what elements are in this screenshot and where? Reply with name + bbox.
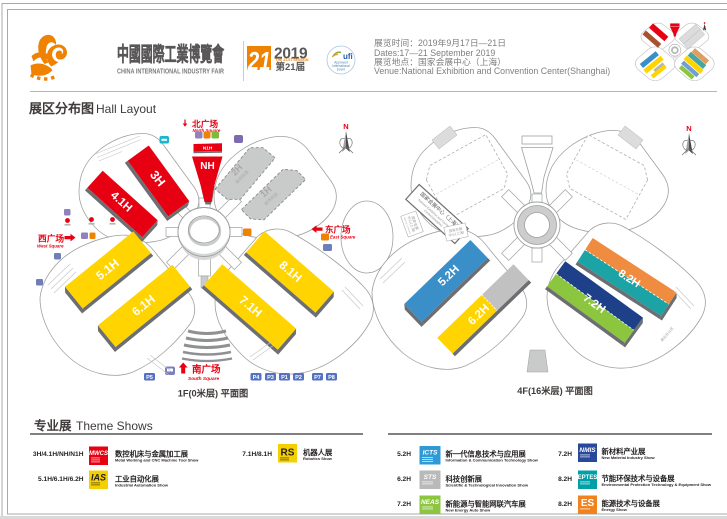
svg-text:P5: P5 [146,375,153,381]
svg-text:南广场: 南广场 [192,364,221,376]
svg-text:ES: ES [581,498,595,509]
svg-text:东广场: 东广场 [325,225,351,235]
svg-text:21: 21 [247,46,271,76]
svg-text:2019: 2019 [274,46,308,63]
svg-text:STS: STS [424,474,437,481]
svg-text:New Material Industry Show: New Material Industry Show [602,455,656,460]
svg-text:7.2H: 7.2H [558,451,572,458]
svg-text:P7: P7 [314,375,321,381]
svg-text:THE 21-ST SESSION: THE 21-ST SESSION [276,58,310,62]
svg-text:Environmental Protection Techn: Environmental Protection Technology & Eq… [602,482,712,487]
svg-text:New Energy Auto Show: New Energy Auto Show [446,507,492,512]
svg-text:新材料产业展: 新材料产业展 [602,447,646,456]
svg-text:3H/4.1H/NH/N1H: 3H/4.1H/NH/N1H [33,451,84,458]
svg-text:展览地点：国家会展中心（上海）: 展览地点：国家会展中心（上海） [374,56,506,67]
svg-text:N: N [686,124,691,133]
svg-text:Hall Layout: Hall Layout [96,102,157,116]
svg-text:北广场: 北广场 [192,118,218,129]
svg-text:展览时间：2019年9月17日—21日: 展览时间：2019年9月17日—21日 [374,37,506,48]
svg-text:5.2H: 5.2H [397,451,411,458]
svg-text:Dates:17—21 September 2019: Dates:17—21 September 2019 [374,48,495,58]
svg-text:国家会展: 国家会展 [448,226,463,234]
svg-text:8.2H: 8.2H [558,476,572,483]
svg-text:Approved: Approved [334,61,348,65]
svg-text:MWCS: MWCS [89,451,108,457]
svg-text:West Square: West Square [37,244,64,249]
svg-text:机器人展: 机器人展 [303,448,333,457]
svg-text:第21届: 第21届 [276,61,306,73]
svg-text:新一代信息技术与应用展: 新一代信息技术与应用展 [446,450,527,459]
svg-text:Industrial Automation Show: Industrial Automation Show [115,482,169,487]
svg-text:Energy Show: Energy Show [602,507,628,512]
svg-text:专业展: 专业展 [34,418,72,433]
svg-text:ufi: ufi [343,52,353,61]
svg-text:6.2H: 6.2H [397,476,411,483]
svg-text:展区分布图: 展区分布图 [29,101,94,116]
svg-text:7.2H: 7.2H [397,501,411,508]
svg-text:NMIS: NMIS [579,447,596,454]
svg-text:P2: P2 [295,375,302,381]
svg-text:西广场: 西广场 [38,233,64,244]
svg-text:能源技术与设备展: 能源技术与设备展 [602,499,661,508]
svg-text:IAS: IAS [91,473,106,483]
svg-text:N1H: N1H [203,146,213,152]
svg-text:Event: Event [337,68,345,72]
svg-text:N: N [343,122,348,131]
svg-text:新能源与智能网联汽车展: 新能源与智能网联汽车展 [446,500,527,509]
svg-text:NH: NH [200,161,214,172]
svg-text:P3: P3 [267,375,274,381]
svg-text:5.1H/6.1H/6.2H: 5.1H/6.1H/6.2H [38,476,84,483]
svg-text:ICTS: ICTS [423,450,438,457]
svg-text:EPTES: EPTES [578,475,598,481]
svg-text:8.2H: 8.2H [558,501,572,508]
svg-text:CHINA INTERNATIONAL INDUSTRY F: CHINA INTERNATIONAL INDUSTRY FAIR [117,67,225,76]
svg-text:East Square: East Square [330,235,356,240]
svg-text:工业自动化展: 工业自动化展 [115,475,159,484]
svg-text:NEAS: NEAS [421,499,440,506]
svg-text:P1: P1 [281,375,288,381]
svg-text:Robotics Show: Robotics Show [303,456,333,461]
svg-text:中心(上海): 中心(上海) [406,215,416,232]
svg-text:科技创新展: 科技创新展 [446,475,483,484]
svg-text:North Square: North Square [193,128,221,133]
svg-text:7.1H/8.1H: 7.1H/8.1H [242,451,272,458]
svg-text:P8: P8 [328,375,335,381]
svg-text:节能环保技术与设备展: 节能环保技术与设备展 [602,474,676,483]
svg-text:Metal Working and CNC Machine: Metal Working and CNC Machine Tool Show [115,457,199,462]
svg-text:数控机床与金属加工展: 数控机床与金属加工展 [115,450,189,459]
svg-text:National Convention: National Convention [403,217,412,235]
svg-text:国家会展: 国家会展 [410,215,420,231]
svg-text:Theme Shows: Theme Shows [76,419,153,433]
svg-text:中國國際工業博覽會: 中國國際工業博覽會 [117,42,225,66]
svg-text:Information & Communication Te: Information & Communication Technology S… [446,457,539,462]
svg-text:4F(16米层) 平面图: 4F(16米层) 平面图 [517,385,593,396]
svg-text:1F(0米层) 平面图: 1F(0米层) 平面图 [178,388,248,399]
svg-text:RS: RS [281,448,295,459]
svg-text:International: International [332,64,350,68]
svg-text:P4: P4 [253,375,261,381]
svg-text:Venue:National Exhibition and: Venue:National Exhibition and Convention… [374,66,610,76]
svg-text:South Square: South Square [188,376,220,382]
svg-text:中心(上海): 中心(上海) [448,229,465,237]
svg-text:Scientific & Technological Inn: Scientific & Technological Innovation Sh… [446,482,529,487]
